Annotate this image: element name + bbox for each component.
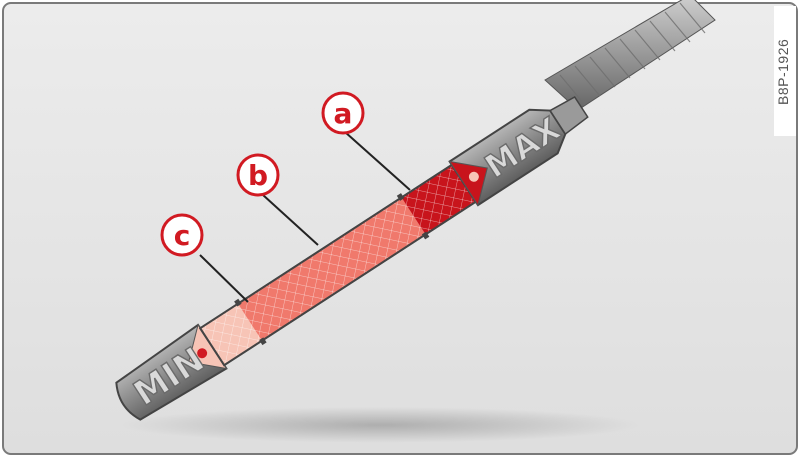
callout-c: c [162,215,202,255]
callout-a: a [323,93,363,133]
callout-b: b [238,155,278,195]
callout-b-label: b [248,159,268,192]
callout-c-label: c [174,219,191,252]
drop-shadow [120,407,640,443]
figure-reference-id: B8P-1926 [772,12,794,132]
callout-a-label: a [334,97,353,130]
